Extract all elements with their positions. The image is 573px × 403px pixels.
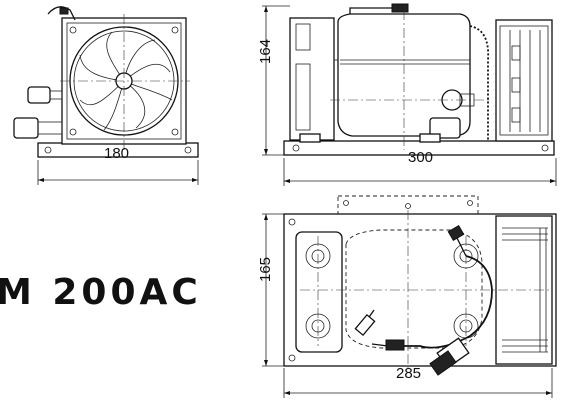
suction-tube	[396, 255, 493, 349]
dim-front-width: 180	[104, 145, 129, 162]
service-connector	[385, 339, 405, 351]
front-view: 180	[13, 6, 199, 185]
side-view: 164 300	[257, 3, 557, 186]
dim-top-width: 285	[396, 365, 421, 382]
dim-top-depth: 165	[257, 257, 274, 282]
front-fitting-top	[27, 86, 51, 104]
front-fitting-bottom	[13, 117, 39, 139]
side-fitting-bottom	[429, 117, 461, 139]
service-valve	[391, 3, 409, 13]
compressor-body	[337, 13, 471, 137]
dim-side-width: 300	[408, 149, 433, 166]
top-view: 165 285	[257, 195, 557, 398]
condenser	[495, 19, 553, 142]
model-label: M 200AC	[0, 272, 202, 313]
side-base-plate	[283, 140, 555, 156]
top-bracket-outline	[337, 195, 479, 217]
dim-side-height: 164	[257, 39, 274, 64]
electrical-box	[289, 17, 335, 141]
